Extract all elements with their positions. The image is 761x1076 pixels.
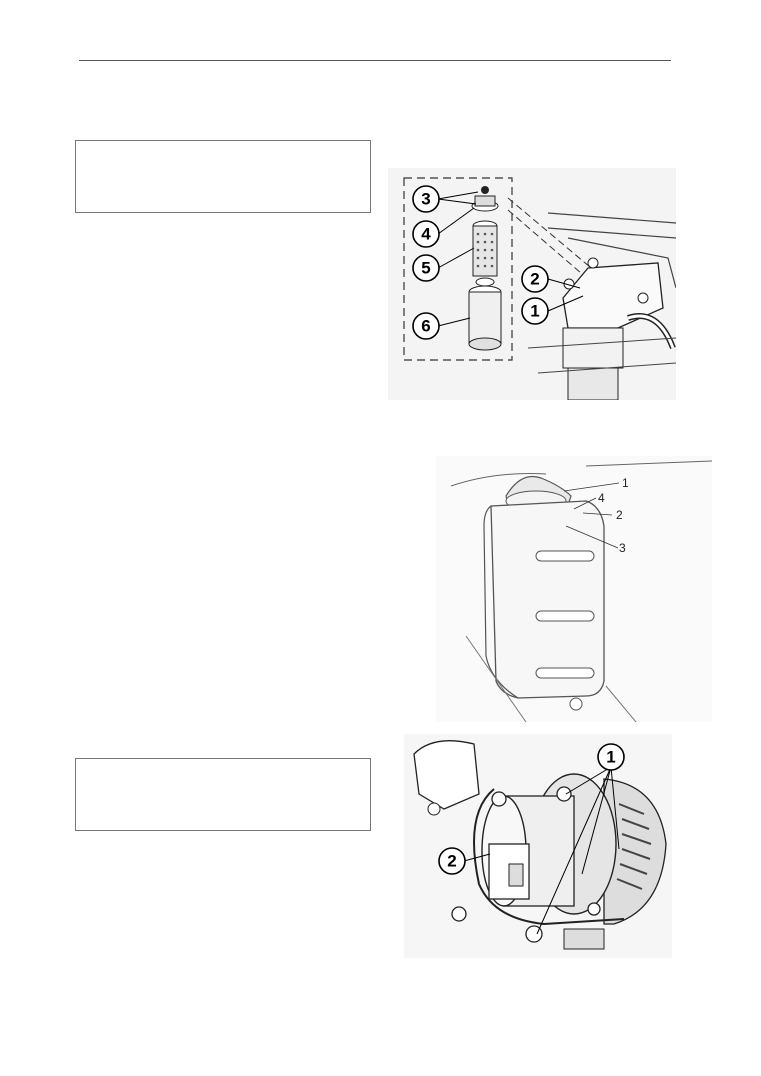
filter-exploded-figure: 3 4 5 6 2 1 bbox=[388, 168, 676, 400]
header-rule bbox=[79, 60, 671, 61]
filter-exploded-drawing: 3 4 5 6 2 1 bbox=[388, 168, 676, 400]
callout-4: 4 bbox=[421, 225, 431, 244]
callout-2: 2 bbox=[530, 270, 539, 289]
tank-label-1: 1 bbox=[622, 476, 629, 490]
alternator-drawing: 1 2 bbox=[404, 734, 672, 958]
callout-1: 1 bbox=[530, 302, 539, 321]
tank-label-4: 4 bbox=[598, 491, 605, 505]
callout-3: 3 bbox=[421, 190, 430, 209]
tank-label-3: 3 bbox=[619, 541, 626, 555]
callout-6: 6 bbox=[421, 317, 430, 336]
note-box-bottom bbox=[75, 758, 371, 831]
alternator-figure: 1 2 bbox=[404, 734, 672, 958]
tank-label-2: 2 bbox=[616, 508, 623, 522]
oil-tank-figure: 1 4 2 3 bbox=[436, 456, 712, 722]
callout-5: 5 bbox=[421, 259, 430, 278]
callout-1: 1 bbox=[606, 748, 615, 767]
note-box-top bbox=[75, 140, 371, 213]
callout-2: 2 bbox=[447, 852, 456, 871]
oil-tank-drawing: 1 4 2 3 bbox=[436, 456, 712, 722]
